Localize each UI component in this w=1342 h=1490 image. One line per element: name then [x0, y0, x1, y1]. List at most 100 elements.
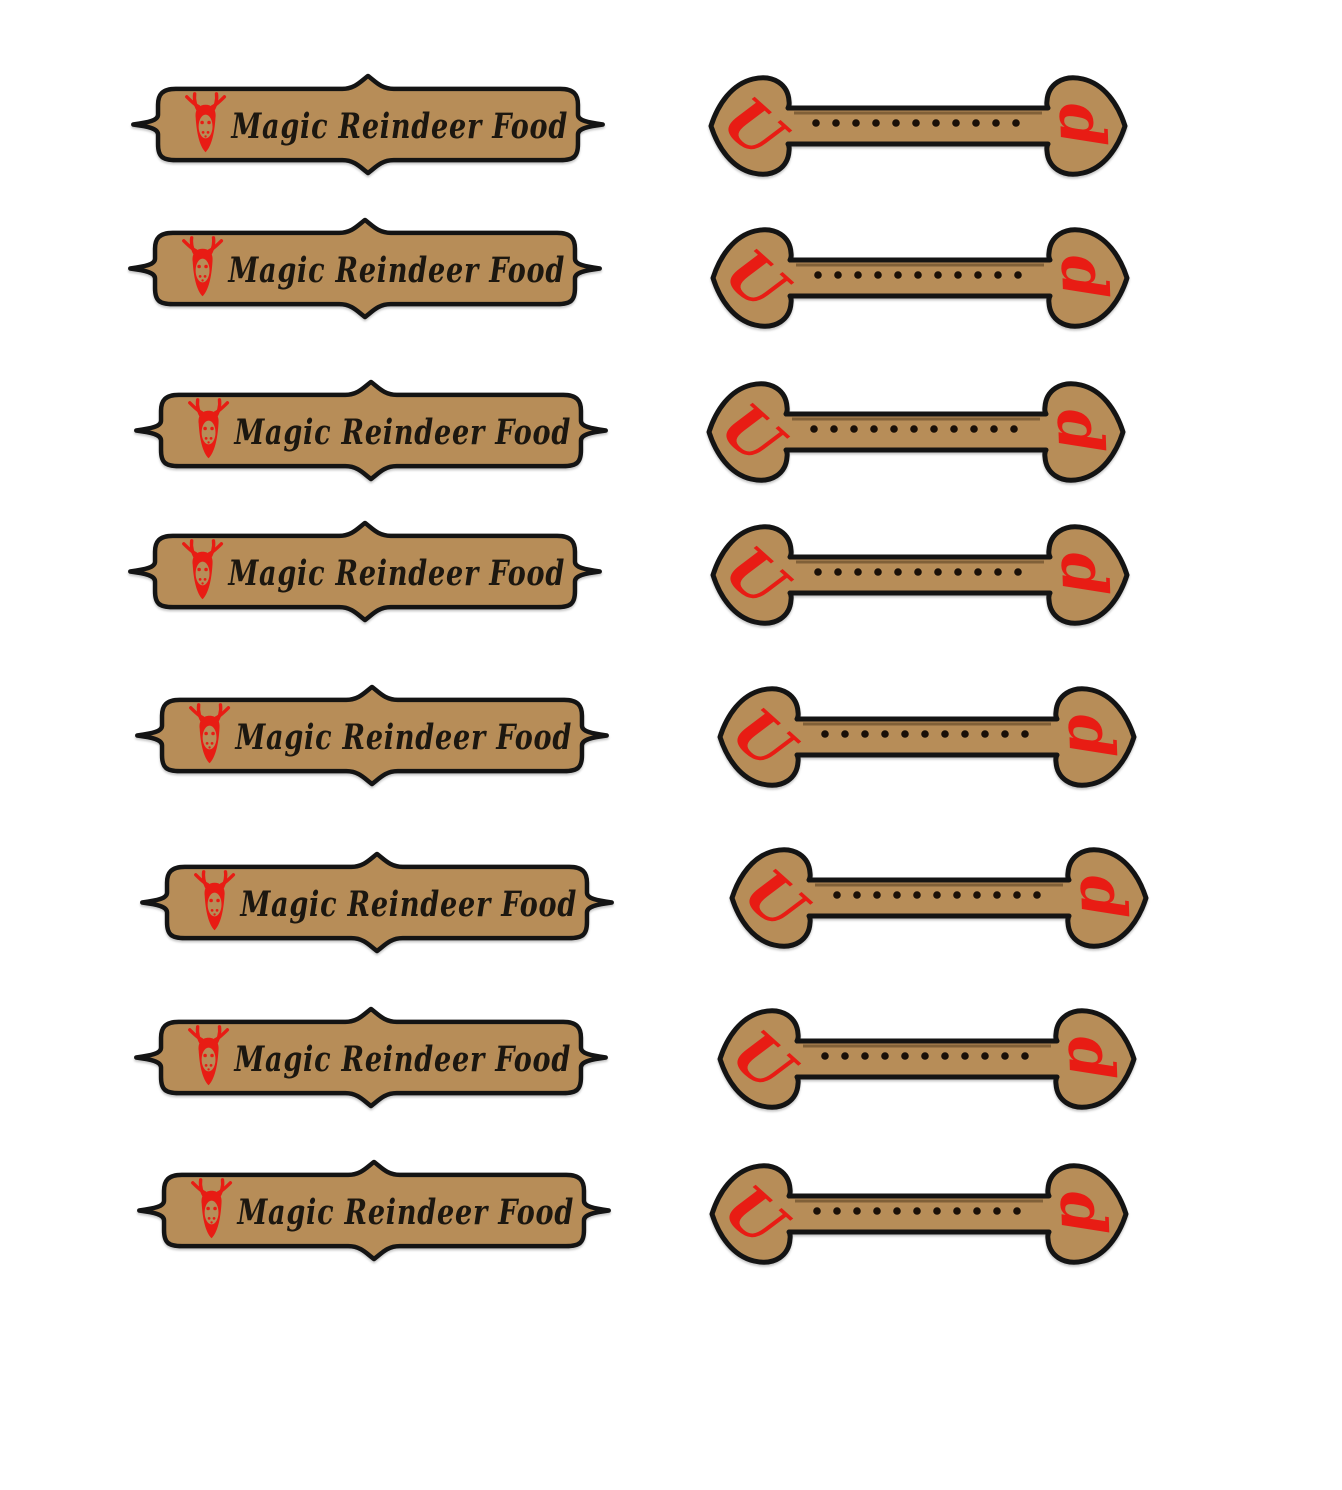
heart-arrow-tag: U d	[708, 75, 1128, 177]
stitch-dot	[881, 730, 889, 738]
bracket-frame	[128, 520, 602, 622]
stitch-dot	[810, 425, 818, 433]
heart-arrow-tag: U d	[729, 847, 1149, 949]
heart-arrow-tag: U d	[709, 1163, 1129, 1265]
stitch-dot	[912, 119, 920, 127]
stitch-dot	[874, 271, 882, 279]
label-text: Magic Reindeer Food	[237, 1191, 575, 1232]
bracket-frame	[137, 1159, 611, 1261]
stitch-dot	[913, 891, 921, 899]
stitch-dot	[1010, 425, 1018, 433]
right-heart-letter: d	[1066, 874, 1140, 920]
stitch-dots	[814, 271, 1022, 279]
bracket-frame	[134, 1006, 608, 1108]
stitch-dot	[921, 1052, 929, 1060]
stitch-dot	[830, 425, 838, 433]
stitch-dot	[973, 891, 981, 899]
bracket-frame	[134, 379, 608, 481]
label-text: Magic Reindeer Food	[231, 105, 569, 146]
stitch-dots	[810, 425, 1018, 433]
stitch-dot	[994, 271, 1002, 279]
stitch-dot	[981, 730, 989, 738]
label-text: Magic Reindeer Food	[228, 249, 566, 290]
stitch-dot	[1012, 119, 1020, 127]
stitch-dot	[993, 891, 1001, 899]
magic-reindeer-food-label: Magic Reindeer Food	[131, 73, 605, 175]
heart-arrow-tag: U d	[706, 381, 1126, 483]
stitch-dot	[994, 568, 1002, 576]
stitch-dot	[1001, 1052, 1009, 1060]
stitch-dot	[833, 1207, 841, 1215]
stitch-dot	[874, 568, 882, 576]
stitch-dot	[861, 730, 869, 738]
stitch-dot	[841, 730, 849, 738]
stitch-dot	[934, 271, 942, 279]
stitch-dot	[961, 1052, 969, 1060]
stitch-dot	[913, 1207, 921, 1215]
stitch-dot	[921, 730, 929, 738]
stitch-dots	[833, 891, 1041, 899]
stitch-dot	[890, 425, 898, 433]
stitch-dot	[993, 1207, 1001, 1215]
stitch-dot	[853, 891, 861, 899]
stitch-dot	[1033, 891, 1041, 899]
stitch-dot	[821, 1052, 829, 1060]
magic-reindeer-food-label: Magic Reindeer Food	[140, 851, 614, 953]
stitch-dot	[833, 891, 841, 899]
stitch-dot	[1001, 730, 1009, 738]
stitch-dots	[812, 119, 1020, 127]
bracket-frame	[140, 851, 614, 953]
label-text: Magic Reindeer Food	[234, 411, 572, 452]
stitch-dot	[834, 271, 842, 279]
reindeer-head-icon	[188, 1024, 230, 1085]
stitch-dot	[813, 1207, 821, 1215]
stitch-dot	[901, 730, 909, 738]
stitch-dot	[914, 271, 922, 279]
stitch-dot	[932, 119, 940, 127]
stitch-dot	[1021, 1052, 1029, 1060]
stitch-dot	[850, 425, 858, 433]
stitch-dot	[974, 271, 982, 279]
right-heart-letter: d	[1045, 102, 1119, 148]
heart-arrow-tag: U d	[717, 686, 1137, 788]
stitch-dot	[933, 1207, 941, 1215]
stitch-dot	[834, 568, 842, 576]
stitch-dot	[992, 119, 1000, 127]
stitch-dot	[972, 119, 980, 127]
stitch-dot	[930, 425, 938, 433]
stitch-dot	[1013, 891, 1021, 899]
right-heart-letter: d	[1047, 254, 1121, 300]
magic-reindeer-food-label: Magic Reindeer Food	[128, 217, 602, 319]
stitch-dot	[1013, 1207, 1021, 1215]
stitch-dot	[893, 891, 901, 899]
reindeer-head-icon	[182, 538, 224, 599]
magic-reindeer-food-label: Magic Reindeer Food	[134, 1006, 608, 1108]
stitch-dot	[841, 1052, 849, 1060]
stitch-dot	[821, 730, 829, 738]
stitch-dot	[933, 891, 941, 899]
magic-reindeer-food-label: Magic Reindeer Food	[137, 1159, 611, 1261]
magic-reindeer-food-label: Magic Reindeer Food	[134, 379, 608, 481]
stitch-dot	[990, 425, 998, 433]
stitch-dot	[954, 568, 962, 576]
stitch-dot	[952, 119, 960, 127]
stitch-dot	[854, 568, 862, 576]
stitch-dot	[973, 1207, 981, 1215]
stitch-dot	[814, 271, 822, 279]
stitch-dot	[981, 1052, 989, 1060]
stitch-dot	[910, 425, 918, 433]
stitch-dot	[873, 891, 881, 899]
stitch-dots	[821, 730, 1029, 738]
stitch-dots	[813, 1207, 1021, 1215]
label-text: Magic Reindeer Food	[228, 552, 566, 593]
heart-arrow-tag: U d	[710, 524, 1130, 626]
stitch-dot	[970, 425, 978, 433]
stitch-dot	[954, 271, 962, 279]
stitch-dot	[941, 1052, 949, 1060]
bracket-frame	[128, 217, 602, 319]
stitch-dot	[934, 568, 942, 576]
stitch-dot	[853, 1207, 861, 1215]
stitch-dot	[870, 425, 878, 433]
bracket-frame	[135, 684, 609, 786]
